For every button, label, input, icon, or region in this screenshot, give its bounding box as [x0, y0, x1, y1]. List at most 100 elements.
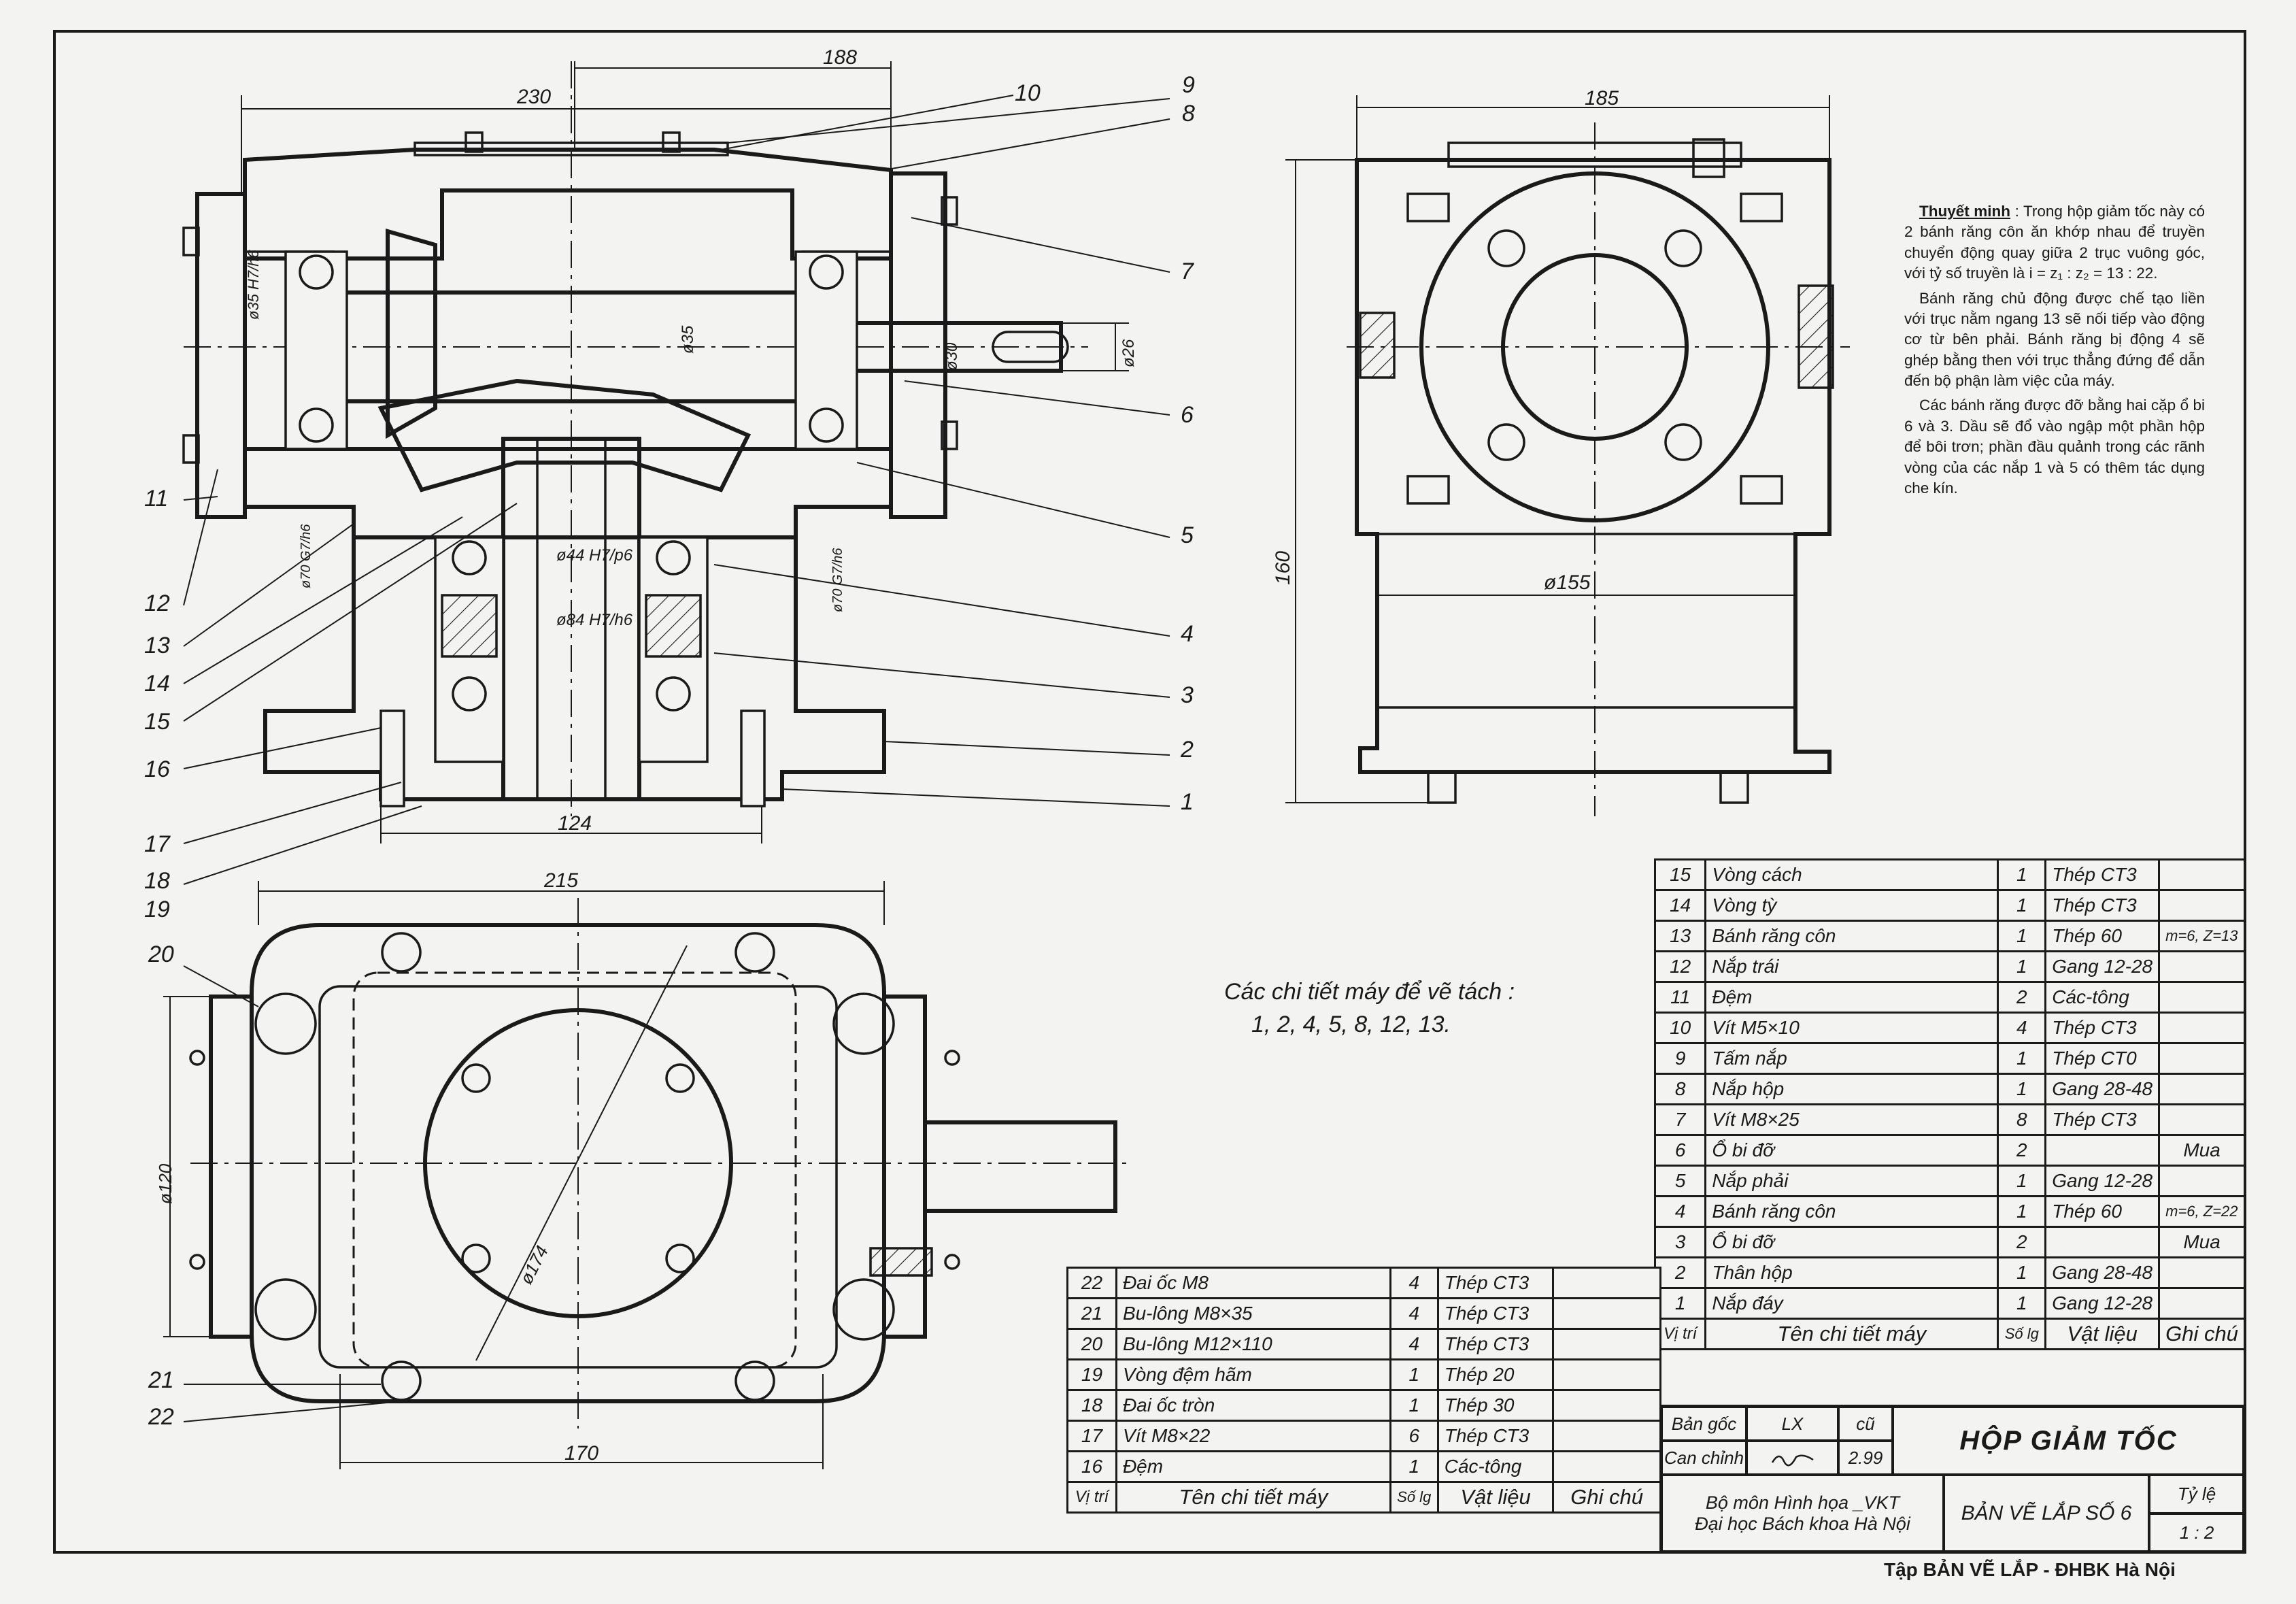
cell-note: m=6, Z=13 [2158, 920, 2246, 952]
cell-name: Ổ bi đỡ [1704, 1134, 1999, 1167]
detach-list: 1, 2, 4, 5, 8, 12, 13. [1251, 1011, 1451, 1037]
cell-name: Vòng cách [1704, 858, 1999, 891]
cell-note [2158, 1012, 2246, 1044]
callout-5: 5 [1181, 522, 1194, 548]
callout-16: 16 [144, 756, 170, 782]
cell-no: 16 [1066, 1450, 1117, 1483]
cell-material: Thép CT3 [1436, 1297, 1555, 1330]
tb-scale-label: Tỷ lệ [2149, 1475, 2244, 1514]
cell-qty: 2 [1997, 981, 2047, 1014]
footer-credit: Tập BẢN VẼ LẮP - ĐHBK Hà Nội [1884, 1559, 2176, 1580]
cell-name: Nắp trái [1704, 950, 1999, 983]
cell-qty: 1 [1997, 920, 2047, 952]
callout-17: 17 [144, 831, 170, 857]
cell-name: Nắp đáy [1704, 1287, 1999, 1320]
cell-note: m=6, Z=22 [2158, 1195, 2246, 1228]
tb-department: Bộ môn Hình họa _VKT [1705, 1492, 1900, 1513]
dim-30: ø30 [943, 342, 961, 371]
callout-12: 12 [144, 590, 170, 616]
cell-material: Thép CT3 [1436, 1267, 1555, 1299]
drawing-frame [53, 30, 2246, 1554]
note-paragraph-1: Trong hộp giảm tốc này có 2 bánh răng cô… [1904, 203, 2206, 282]
cell-no: 1 [1653, 1287, 1707, 1320]
cell-name: Thân hộp [1704, 1256, 1999, 1289]
callout-20: 20 [148, 941, 174, 967]
cell-name: Vòng đệm hãm [1115, 1358, 1391, 1391]
cell-material: Thép CT3 [2044, 1012, 2161, 1044]
cell-note [1552, 1450, 1661, 1483]
tb-scale: 1 : 2 [2149, 1514, 2244, 1552]
cell-material: Gang 28-48 [2044, 1073, 2161, 1105]
dim-160: 160 [1272, 550, 1294, 585]
cell-note [2158, 981, 2246, 1014]
callout-7: 7 [1181, 258, 1194, 284]
cell-no: 4 [1653, 1195, 1707, 1228]
cell-qty: 2 [1997, 1134, 2047, 1167]
tb-date: 2.99 [1838, 1441, 1893, 1475]
cell-name: Tấm nắp [1704, 1042, 1999, 1075]
cell-no: 22 [1066, 1267, 1117, 1299]
dim-230: 230 [517, 86, 552, 108]
cell-no: 8 [1653, 1073, 1707, 1105]
cell-name: Bu-lông M12×110 [1115, 1328, 1391, 1360]
cell-note [2158, 1042, 2246, 1075]
cell-note: Mua [2158, 1134, 2246, 1167]
dim-188: 188 [823, 46, 858, 69]
tb-can-chinh: Can chỉnh [1661, 1441, 1746, 1475]
cell-note [1552, 1297, 1661, 1330]
cell-name: Đai ốc M8 [1115, 1267, 1391, 1299]
cell-no: 17 [1066, 1420, 1117, 1452]
side-view [1285, 95, 1850, 816]
cell-name: Đệm [1704, 981, 1999, 1014]
tb-drawing-number: BẢN VẼ LẮP SỐ 6 [1944, 1475, 2149, 1552]
cell-qty: 1 [1389, 1389, 1439, 1422]
tb-signature [1746, 1441, 1838, 1475]
cell-name: Bánh răng côn [1704, 920, 1999, 952]
tb-title: HỘP GIẢM TỐC [1893, 1407, 2244, 1475]
cell-no: 21 [1066, 1297, 1117, 1330]
callout-11: 11 [144, 486, 169, 512]
cell-name: Vít M8×25 [1704, 1103, 1999, 1136]
header-name: Tên chi tiết máy [1115, 1481, 1391, 1514]
header-note: Ghi chú [1552, 1481, 1661, 1514]
cell-no: 14 [1653, 889, 1707, 922]
tb-university: Đại học Bách khoa Hà Nội [1695, 1514, 1910, 1534]
cell-no: 9 [1653, 1042, 1707, 1075]
cell-note [1552, 1420, 1661, 1452]
header-qty: Số lg [1389, 1481, 1439, 1514]
cell-material: Thép 30 [1436, 1389, 1555, 1422]
cell-note [2158, 858, 2246, 891]
cell-qty: 1 [1389, 1450, 1439, 1483]
detach-parts-note: Các chi tiết máy để vẽ tách : 1, 2, 4, 5… [1224, 976, 1515, 1041]
cell-note [1552, 1328, 1661, 1360]
front-section-view [182, 61, 1170, 885]
cell-material: Gang 12-28 [2044, 950, 2161, 983]
header-no: Vị trí [1066, 1481, 1117, 1514]
cell-no: 5 [1653, 1165, 1707, 1197]
cell-note: Mua [2158, 1226, 2246, 1258]
cell-note [2158, 1103, 2246, 1136]
cell-qty: 4 [1389, 1328, 1439, 1360]
cell-name: Nắp phải [1704, 1165, 1999, 1197]
cell-material: Gang 12-28 [2044, 1287, 2161, 1320]
callout-3: 3 [1181, 682, 1194, 708]
dim-35: ø35 [679, 325, 697, 354]
callout-19: 19 [144, 897, 170, 922]
cell-qty: 1 [1389, 1358, 1439, 1391]
cell-material: Thép CT3 [2044, 1103, 2161, 1136]
callout-8: 8 [1182, 101, 1195, 127]
cell-material: Thép 60 [2044, 920, 2161, 952]
